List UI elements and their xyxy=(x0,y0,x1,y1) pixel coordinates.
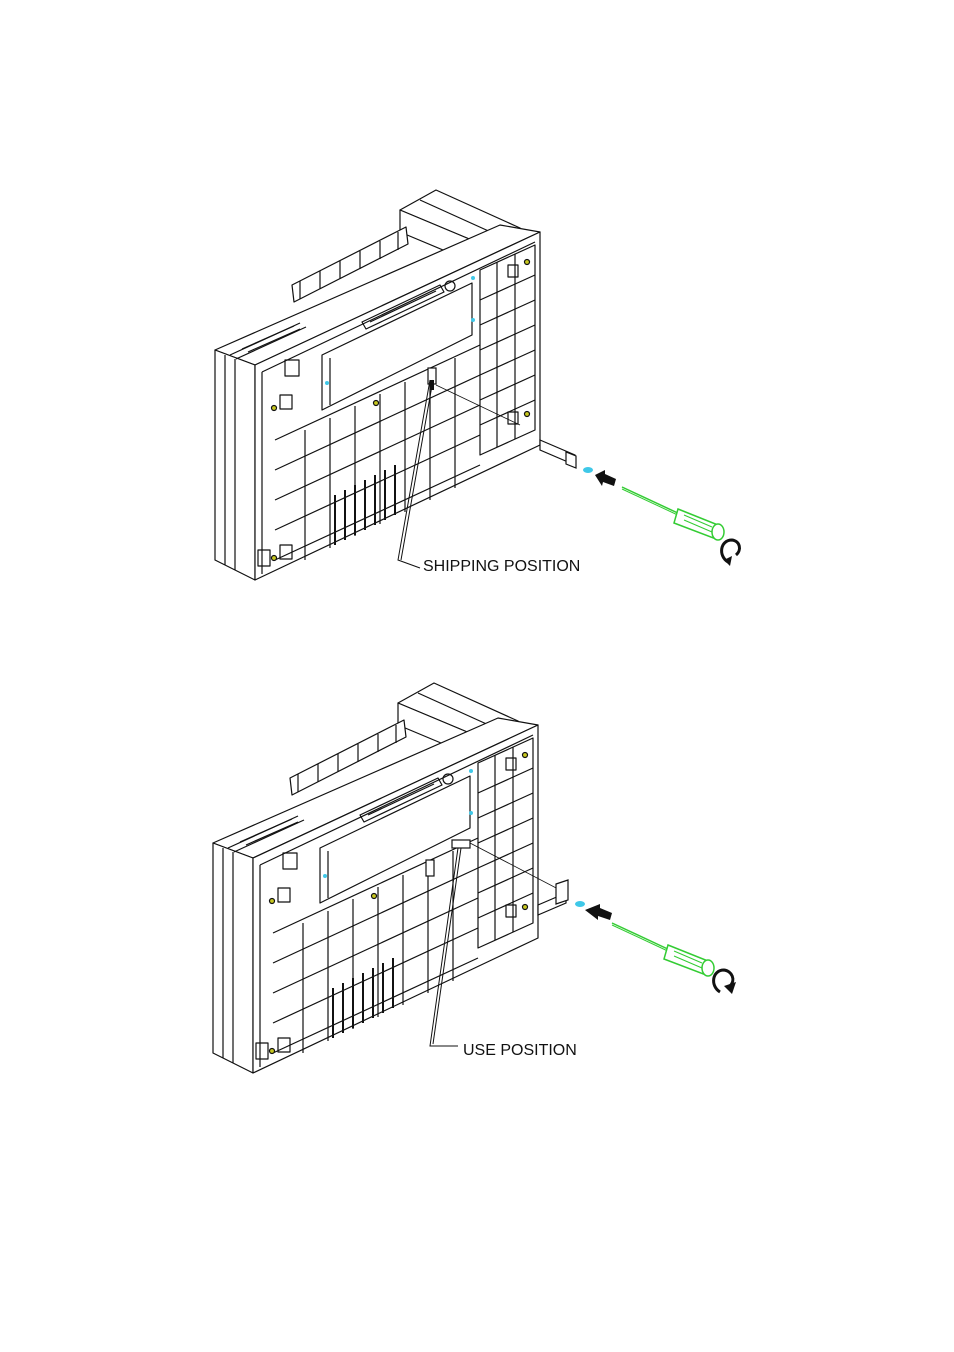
shipping-position-label: SHIPPING POSITION xyxy=(423,558,580,575)
figure-shipping: SHIPPING POSITION xyxy=(215,190,739,580)
remove-arrow-icon xyxy=(595,470,616,486)
insert-arrow-icon xyxy=(585,904,612,920)
use-position-label: USE POSITION xyxy=(463,1042,577,1059)
figure-use: USE POSITION xyxy=(213,683,736,1073)
